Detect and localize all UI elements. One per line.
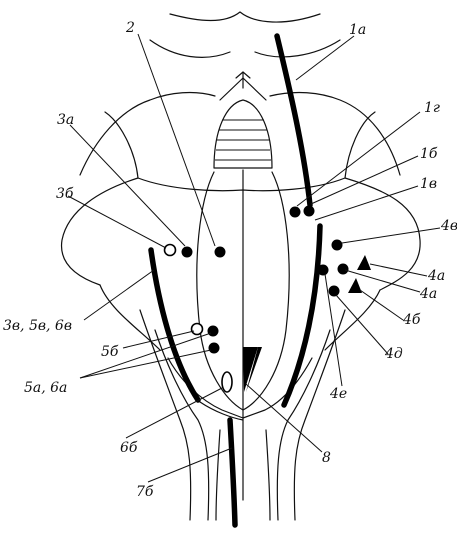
- nucleus-1g: [290, 207, 301, 218]
- nuclei: [165, 206, 372, 393]
- nucleus-4v: [332, 240, 343, 251]
- label-4a-second: 4а: [419, 286, 437, 302]
- label-1b: 1б: [420, 146, 438, 162]
- label-3a: 3а: [57, 112, 74, 128]
- nucleus-2: [215, 247, 226, 258]
- leader-lines: [68, 34, 440, 482]
- pineal-structure: [214, 72, 272, 168]
- label-3v-5v-6v: 3в, 5в, 6в: [3, 318, 72, 334]
- label-1g: 1г: [424, 100, 440, 116]
- label-8: 8: [322, 450, 331, 466]
- label-4e: 4е: [329, 386, 347, 402]
- nucleus-6b: [222, 372, 232, 392]
- label-3b: 3б: [56, 186, 74, 202]
- label-7b: 7б: [136, 484, 154, 500]
- label-5b: 5б: [101, 344, 119, 360]
- nucleus-5a: [208, 326, 219, 337]
- nucleus-3a: [182, 247, 193, 258]
- nucleus-4a-dot: [338, 264, 349, 275]
- nucleus-4b-triangle: [348, 278, 362, 293]
- label-2: 2: [125, 20, 135, 36]
- label-6b: 6б: [120, 440, 138, 456]
- label-4a-first: 4а: [427, 268, 445, 284]
- label-4v: 4в: [440, 218, 457, 234]
- label-4d: 4д: [384, 346, 403, 362]
- nucleus-5b: [192, 324, 203, 335]
- label-5a-6a: 5а, 6а: [24, 380, 67, 396]
- nucleus-6a: [209, 343, 220, 354]
- label-1a: 1а: [349, 22, 366, 38]
- nucleus-4e: [318, 265, 329, 276]
- nucleus-1b: [304, 206, 315, 217]
- label-4b: 4б: [402, 312, 421, 328]
- label-1v: 1в: [420, 176, 437, 192]
- tracts: [151, 36, 320, 525]
- nucleus-4d: [329, 286, 340, 297]
- nucleus-3b: [165, 245, 176, 256]
- nucleus-4a-triangle: [357, 255, 371, 270]
